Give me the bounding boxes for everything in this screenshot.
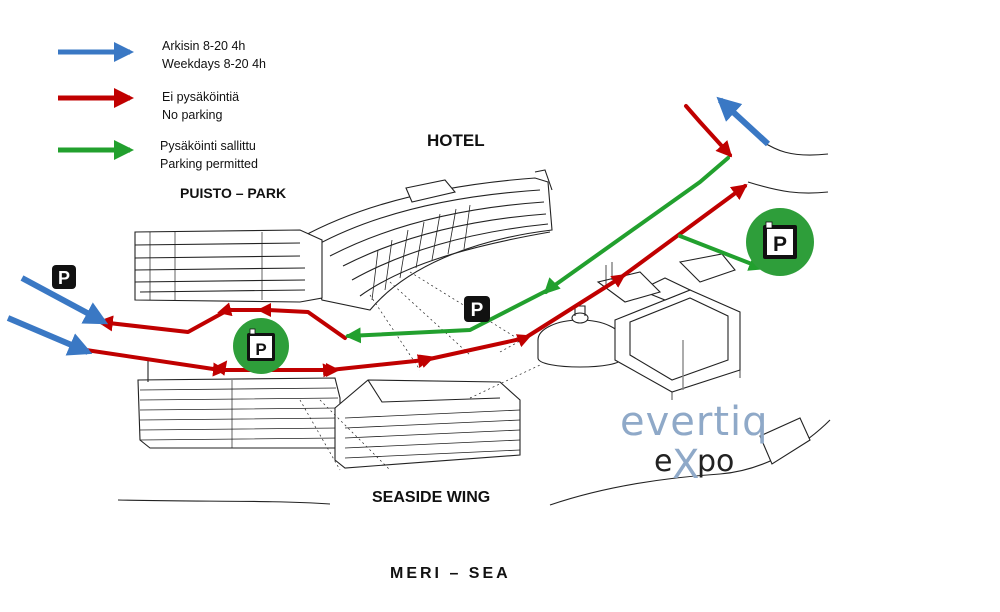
legend-label-en: Parking permitted: [160, 157, 258, 171]
legend-label-en: Weekdays 8-20 4h: [162, 57, 266, 71]
legend-item-parking-permitted: Pysäköinti sallittu Parking permitted: [58, 139, 258, 171]
parking-sign-black-left: P: [52, 265, 76, 289]
legend-item-no-parking: Ei pysäköintiä No parking: [58, 88, 239, 122]
legend-label-en: No parking: [162, 108, 222, 122]
label-park: PUISTO – PARK: [180, 185, 286, 201]
label-hotel: HOTEL: [427, 131, 485, 150]
logo-expo-x: X: [672, 442, 699, 488]
shoreline: [117, 499, 331, 505]
parking-sign-green-left: P: [233, 318, 289, 374]
blue-route-3: [716, 96, 771, 147]
label-seaside-wing: SEASIDE WING: [372, 489, 490, 506]
green-route-spur: [678, 234, 765, 271]
route-parking-permitted: [344, 156, 765, 344]
legend-label-fi: Ei pysäköintiä: [162, 90, 239, 104]
parking-sign-black-center: P: [464, 296, 490, 322]
red-route-loop: [96, 308, 347, 340]
parking-letter: P: [58, 268, 70, 288]
legend-label-fi: Pysäköinti sallittu: [160, 139, 256, 153]
logo-expo-po: po: [697, 444, 734, 479]
logo-evertiq: evertiq: [620, 399, 769, 445]
parking-sign-green-right: P: [746, 208, 814, 276]
blue-route-2: [20, 275, 109, 325]
logo-expo-e: e: [654, 444, 672, 479]
parking-letter: P: [471, 300, 484, 321]
blue-route-1: [6, 315, 93, 356]
route-weekdays: [6, 96, 771, 356]
legend-label-fi: Arkisin 8-20 4h: [162, 39, 245, 53]
parking-letter: P: [773, 233, 787, 256]
parking-letter: P: [255, 340, 266, 359]
expo-center: [614, 289, 741, 393]
label-sea: MERI – SEA: [390, 565, 511, 582]
legend-item-weekdays: Arkisin 8-20 4h Weekdays 8-20 4h: [58, 39, 266, 71]
route-no-parking: [84, 104, 748, 378]
legend: Arkisin 8-20 4h Weekdays 8-20 4h Ei pysä…: [58, 39, 266, 171]
evertiq-expo-logo: evertiq e X po: [620, 399, 769, 488]
